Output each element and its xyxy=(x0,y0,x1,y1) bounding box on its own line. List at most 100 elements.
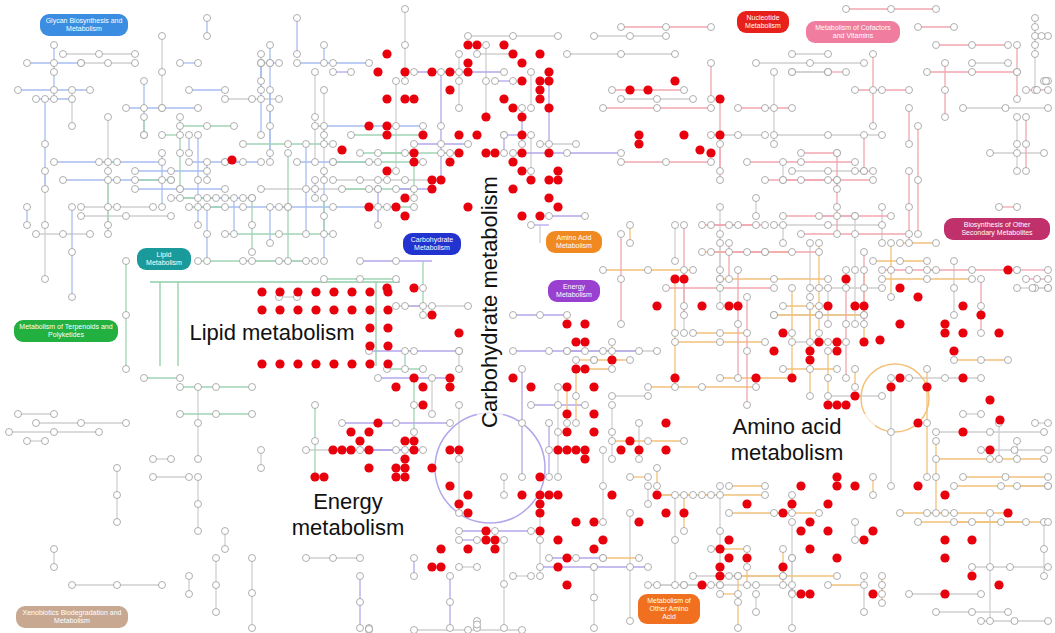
compound-circle xyxy=(204,231,211,238)
compound-circle xyxy=(933,609,940,616)
compound-circle xyxy=(915,177,922,184)
compound-circle xyxy=(627,510,634,517)
compound-circle xyxy=(474,621,481,628)
compound-circle xyxy=(510,33,517,40)
compound-circle xyxy=(303,186,310,193)
highlight-dot xyxy=(337,145,346,154)
category-name: Metabolism of Other Amino Acid xyxy=(643,597,695,621)
compound-circle xyxy=(1014,483,1021,490)
highlight-dot xyxy=(409,148,418,157)
compound-circle xyxy=(159,177,166,184)
compound-circle xyxy=(879,573,886,580)
compound-circle xyxy=(321,177,328,184)
compound-circle xyxy=(735,105,742,112)
compound-circle xyxy=(933,42,940,49)
compound-circle xyxy=(645,582,652,589)
compound-circle xyxy=(555,474,562,481)
compound-circle xyxy=(69,249,76,256)
highlight-dot xyxy=(445,445,454,454)
highlight-dot xyxy=(607,490,616,499)
compound-circle xyxy=(789,591,796,598)
compound-circle xyxy=(807,393,814,400)
compound-circle xyxy=(114,177,121,184)
compound-circle xyxy=(681,528,688,535)
compound-circle xyxy=(420,303,427,310)
compound-circle xyxy=(825,69,832,76)
compound-circle xyxy=(843,285,850,292)
compound-circle xyxy=(312,402,319,409)
compound-circle xyxy=(132,177,139,184)
compound-circle xyxy=(276,204,283,211)
compound-circle xyxy=(1045,474,1052,481)
compound-circle xyxy=(357,276,364,283)
compound-circle xyxy=(177,375,184,382)
compound-circle xyxy=(879,276,886,283)
compound-circle xyxy=(879,285,886,292)
compound-circle xyxy=(312,159,319,166)
compound-circle xyxy=(69,96,76,103)
highlight-dot xyxy=(580,364,589,373)
compound-circle xyxy=(735,132,742,139)
pathway-line xyxy=(1017,269,1048,270)
compound-circle xyxy=(456,348,463,355)
compound-circle xyxy=(1005,609,1012,616)
compound-circle xyxy=(150,456,157,463)
compound-circle xyxy=(825,285,832,292)
compound-circle xyxy=(627,240,634,247)
highlight-dot xyxy=(526,382,535,391)
compound-circle xyxy=(204,195,211,202)
compound-circle xyxy=(933,240,940,247)
compound-circle xyxy=(60,51,67,58)
compound-circle xyxy=(852,519,859,526)
compound-circle xyxy=(15,411,22,418)
compound-circle xyxy=(600,105,607,112)
compound-circle xyxy=(933,429,940,436)
compound-circle xyxy=(825,51,832,58)
compound-circle xyxy=(420,123,427,130)
compound-circle xyxy=(807,60,814,67)
compound-circle xyxy=(42,96,49,103)
compound-circle xyxy=(771,222,778,229)
compound-circle xyxy=(114,465,121,472)
compound-circle xyxy=(825,375,832,382)
compound-circle xyxy=(465,627,472,633)
highlight-dot xyxy=(364,445,373,454)
compound-circle xyxy=(744,582,751,589)
compound-circle xyxy=(285,204,292,211)
compound-circle xyxy=(267,42,274,49)
compound-circle xyxy=(114,582,121,589)
compound-circle xyxy=(600,483,607,490)
highlight-dot xyxy=(706,148,715,157)
compound-circle xyxy=(906,375,913,382)
highlight-dot xyxy=(769,346,778,355)
highlight-dot xyxy=(571,445,580,454)
compound-circle xyxy=(375,159,382,166)
highlight-dot xyxy=(553,562,562,571)
compound-circle xyxy=(267,105,274,112)
compound-circle xyxy=(501,132,508,139)
compound-circle xyxy=(366,159,373,166)
compound-circle xyxy=(321,258,328,265)
compound-circle xyxy=(249,411,256,418)
highlight-dot xyxy=(310,472,319,481)
compound-circle xyxy=(933,6,940,13)
compound-circle xyxy=(816,249,823,256)
compound-circle xyxy=(195,501,202,508)
compound-circle xyxy=(231,231,238,238)
compound-circle xyxy=(852,231,859,238)
compound-circle xyxy=(177,132,184,139)
compound-circle xyxy=(51,60,58,67)
compound-circle xyxy=(942,510,949,517)
compound-circle xyxy=(672,492,679,499)
compound-circle xyxy=(852,213,859,220)
compound-circle xyxy=(591,357,598,364)
compound-circle xyxy=(1043,78,1050,85)
compound-circle xyxy=(762,222,769,229)
compound-circle xyxy=(330,177,337,184)
compound-circle xyxy=(51,42,58,49)
highlight-dot xyxy=(347,287,356,296)
highlight-dot xyxy=(895,373,904,382)
compound-circle xyxy=(312,123,319,130)
compound-circle xyxy=(24,60,31,67)
compound-circle xyxy=(141,375,148,382)
